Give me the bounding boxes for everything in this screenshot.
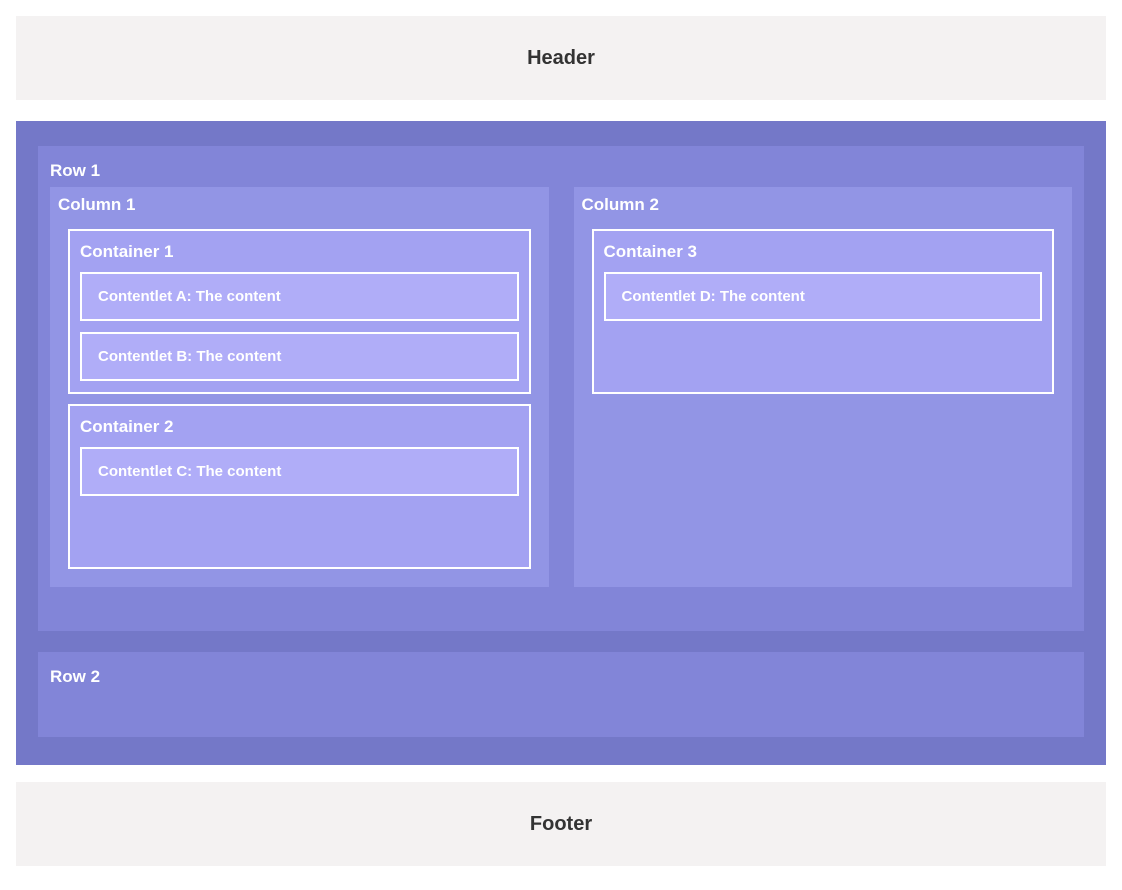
row-2-label: Row 2 (50, 667, 101, 686)
container-1: Container 1 Contentlet A: The content Co… (68, 229, 531, 394)
column-2: Column 2 Container 3 Contentlet D: The c… (573, 187, 1072, 587)
contentlet-a-text: Contentlet A: The content (98, 288, 281, 305)
column-1: Column 1 Container 1 Contentlet A: The c… (50, 187, 549, 587)
header: Header (16, 16, 1106, 100)
contentlet-b: Contentlet B: The content (80, 332, 519, 381)
contentlet-d-text: Contentlet D: The content (621, 288, 805, 305)
contentlet-b-text: Contentlet B: The content (98, 348, 282, 365)
footer: Footer (16, 782, 1106, 866)
contentlet-a: Contentlet A: The content (80, 272, 519, 321)
container-1-label: Container 1 (80, 242, 174, 261)
footer-title: Footer (529, 812, 593, 835)
contentlet-d: Contentlet D: The content (603, 272, 1042, 321)
column-1-label: Column 1 (58, 195, 136, 214)
column-2-label: Column 2 (581, 195, 659, 214)
header-title: Header (527, 46, 595, 69)
main-content: Row 1 Column 1 Container 1 Contentlet A:… (16, 121, 1106, 765)
container-2-label: Container 2 (80, 417, 174, 436)
container-2: Container 2 Contentlet C: The content (68, 404, 531, 569)
contentlet-c: Contentlet C: The content (80, 447, 519, 496)
row-1-label: Row 1 (50, 161, 101, 180)
row-1: Row 1 Column 1 Container 1 Contentlet A:… (38, 146, 1084, 631)
row-2: Row 2 (38, 652, 1084, 737)
container-3: Container 3 Contentlet D: The content (591, 229, 1054, 394)
contentlet-c-text: Contentlet C: The content (98, 463, 282, 480)
row-1-columns: Column 1 Container 1 Contentlet A: The c… (50, 187, 1072, 587)
container-3-label: Container 3 (603, 242, 698, 261)
